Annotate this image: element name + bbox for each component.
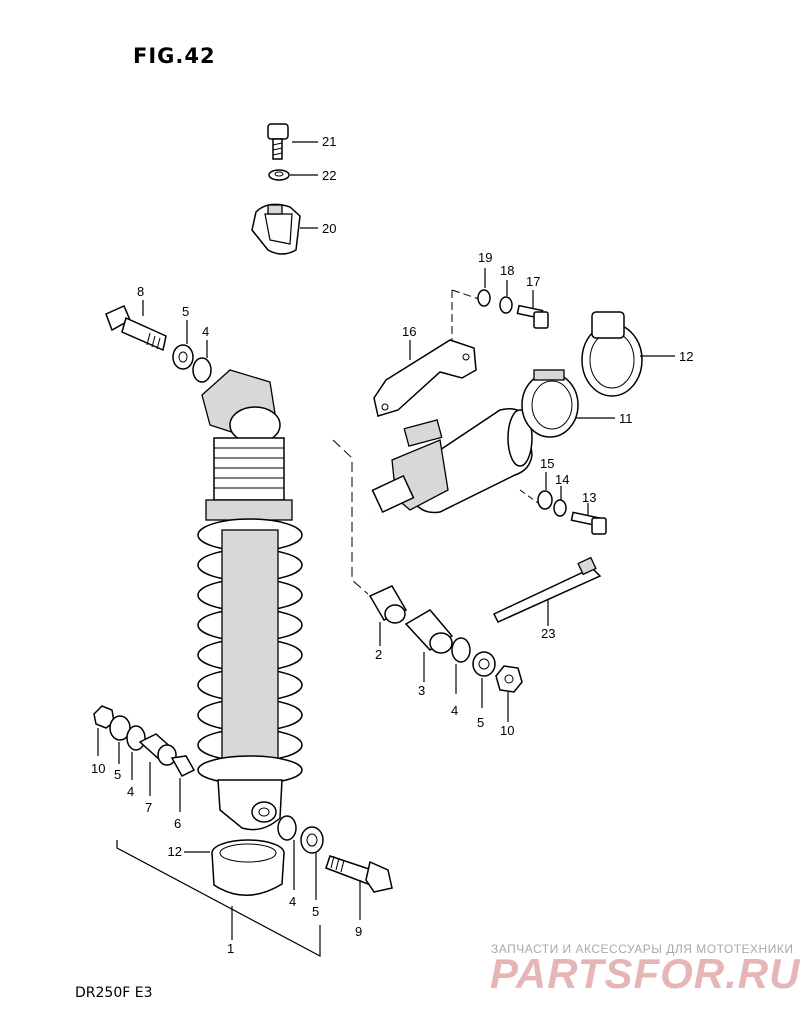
- part-11-band: [521, 369, 579, 438]
- callout-6: 6: [174, 816, 181, 831]
- callout-4-right: 4: [451, 703, 458, 718]
- part-11-reservoir-tank: [371, 408, 533, 514]
- callout-2: 2: [375, 647, 382, 662]
- part-8-bolt: [105, 305, 167, 352]
- part-19-washer: [477, 289, 491, 307]
- part-4-oring-lower: [277, 815, 297, 841]
- part-18-washer: [499, 296, 513, 314]
- part-5-washer-upper: [172, 344, 194, 370]
- figure-title: FIG.42: [133, 44, 216, 68]
- part-4-oring-right: [451, 637, 471, 663]
- part-14-washer: [553, 499, 567, 517]
- part-5-washer-right: [472, 651, 496, 677]
- callout-23: 23: [541, 626, 555, 641]
- callout-10-right: 10: [500, 723, 514, 738]
- callout-16: 16: [402, 324, 416, 339]
- callout-14: 14: [555, 472, 569, 487]
- callout-4-upper: 4: [202, 324, 209, 339]
- part-22-washer: [268, 169, 290, 181]
- part-1-shock-absorber: [197, 369, 373, 831]
- callout-12-upper: 12: [679, 349, 693, 364]
- part-23-cable-tie: [492, 556, 602, 623]
- part-4-oring-left: [126, 725, 146, 751]
- callout-22: 22: [322, 168, 336, 183]
- callout-5-lower: 5: [312, 904, 319, 919]
- callout-1: 1: [227, 941, 234, 956]
- callout-4-lower: 4: [289, 894, 296, 909]
- callout-15: 15: [540, 456, 554, 471]
- part-5-washer-lower: [300, 826, 324, 854]
- callout-5-left: 5: [114, 767, 121, 782]
- part-16-bracket: [373, 339, 477, 417]
- callout-10-left: 10: [91, 761, 105, 776]
- part-20-clamp: [251, 203, 301, 255]
- part-12-band-upper: [581, 311, 643, 397]
- part-17-bolt: [516, 304, 549, 329]
- part-1-group-bracket: [116, 840, 321, 957]
- part-21-bolt: [267, 123, 289, 160]
- part-7-collar: [138, 733, 177, 766]
- callout-17: 17: [526, 274, 540, 289]
- callout-13: 13: [582, 490, 596, 505]
- callout-8: 8: [137, 284, 144, 299]
- model-code: DR250F E3: [75, 985, 153, 1001]
- part-4-oring-upper: [192, 357, 212, 383]
- part-3-spacer: [404, 609, 454, 654]
- callout-19: 19: [478, 250, 492, 265]
- part-10-nut-right: [495, 665, 523, 693]
- callout-5-right: 5: [477, 715, 484, 730]
- part-6-collar: [170, 755, 196, 777]
- callout-7: 7: [145, 800, 152, 815]
- part-13-bolt: [570, 511, 607, 535]
- part-15-washer: [537, 490, 553, 510]
- watermark-tagline: ЗАПЧАСТИ И АКСЕССУАРЫ ДЛЯ МОТОТЕХНИКИ: [491, 942, 794, 956]
- part-12-band-lower: [211, 839, 285, 896]
- callouts: 21 22 20 19 18 17 8 5 4 16 12 11 15 14 1…: [91, 134, 693, 956]
- callout-18: 18: [500, 263, 514, 278]
- callout-12-lower: 12: [168, 844, 182, 859]
- callout-11: 11: [619, 411, 633, 426]
- part-9-bolt: [325, 855, 393, 893]
- callout-4-left: 4: [127, 784, 134, 799]
- callout-5-upper: 5: [182, 304, 189, 319]
- watermark-logo: PARTSFOR.RU: [490, 950, 800, 997]
- callout-21: 21: [322, 134, 336, 149]
- part-2-collar: [368, 585, 408, 624]
- callout-3: 3: [418, 683, 425, 698]
- callout-20: 20: [322, 221, 336, 236]
- callout-9: 9: [355, 924, 362, 939]
